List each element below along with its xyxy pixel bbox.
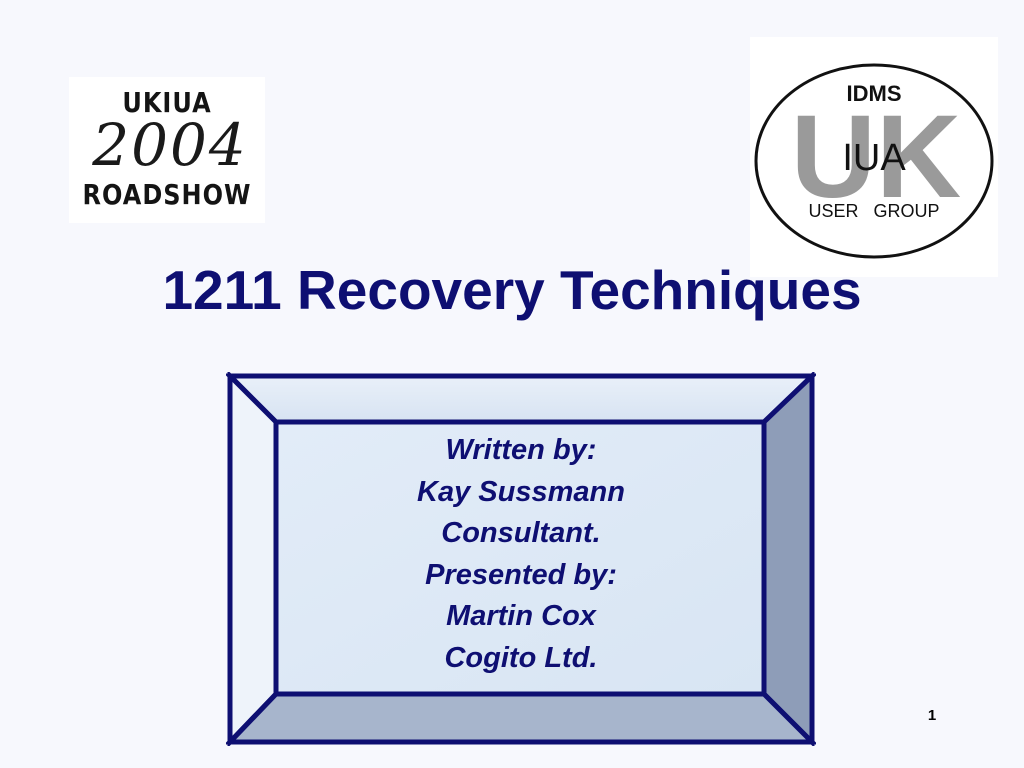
logo-left-line2: 2004 <box>92 111 248 179</box>
credits-line-presented-by: Presented by: <box>425 558 617 591</box>
bevel-frame <box>226 372 816 746</box>
credits-line-author: Kay Sussmann <box>417 475 625 508</box>
credits-line-written-by: Written by: <box>445 434 597 466</box>
logo-right-bottom-text: USER GROUP <box>808 201 940 221</box>
logo-left-line3: ROADSHOW <box>82 178 252 212</box>
slide-title: 1211 Recovery Techniques <box>162 259 862 321</box>
logo-right-top-text: IDMS <box>846 81 902 106</box>
credits-line-author-role: Consultant. <box>441 517 601 549</box>
page-number: 1 <box>927 707 937 724</box>
credits-text: Written by: Kay Sussmann Consultant. Pre… <box>276 430 766 679</box>
credits-bevel-box <box>226 372 816 746</box>
logo-right-middle-text: IUA <box>842 137 906 179</box>
credits-line-company: Cogito Ltd. <box>444 641 598 674</box>
logo-right-graphic: UK <box>754 63 994 259</box>
uk-watermark: UK <box>791 91 961 223</box>
idms-uk-iua-logo: UK IDMS IUA USER GROUP <box>750 37 998 277</box>
credits-line-presenter: Martin Cox <box>446 600 596 632</box>
logo-left-line1: UKIUA <box>122 86 212 120</box>
ukiua-roadshow-logo: UKIUA 2004 ROADSHOW <box>69 77 265 223</box>
